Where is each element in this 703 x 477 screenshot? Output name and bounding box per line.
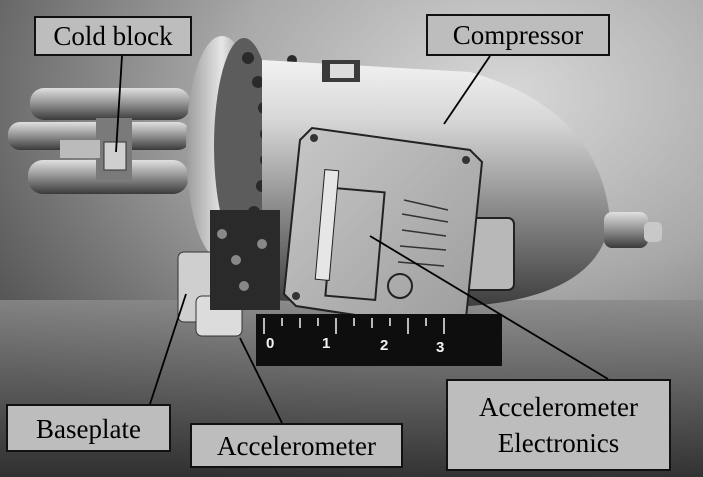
end-nozzle bbox=[604, 212, 662, 248]
scale-ruler: 0 1 2 3 bbox=[256, 314, 502, 366]
electronics-label-line1: Accelerometer bbox=[479, 392, 638, 422]
leader-lines bbox=[115, 55, 609, 424]
ruler-tick-3: 3 bbox=[436, 339, 444, 356]
ruler-tick-1: 1 bbox=[322, 335, 330, 352]
leader-baseplate bbox=[149, 293, 187, 405]
accelerometer-electronics-label: Accelerometer Electronics bbox=[446, 379, 671, 471]
cold-block-label: Cold block bbox=[34, 16, 192, 56]
leader-compressor bbox=[443, 55, 491, 125]
ruler-tick-0: 0 bbox=[266, 335, 274, 352]
cold-block-assembly bbox=[8, 88, 190, 194]
accelerometer-label: Accelerometer bbox=[190, 423, 403, 468]
flange bbox=[186, 36, 297, 260]
accelerometer-electronics bbox=[282, 126, 484, 332]
compressor-label: Compressor bbox=[426, 14, 610, 56]
leader-cold-block bbox=[115, 55, 123, 153]
leader-accelerometer bbox=[239, 337, 283, 424]
electronics-label-line2: Electronics bbox=[497, 428, 620, 458]
leader-electronics bbox=[369, 235, 609, 380]
baseplate-label: Baseplate bbox=[6, 404, 171, 452]
ruler-tick-2: 2 bbox=[380, 337, 388, 354]
baseplate-area bbox=[177, 210, 280, 337]
